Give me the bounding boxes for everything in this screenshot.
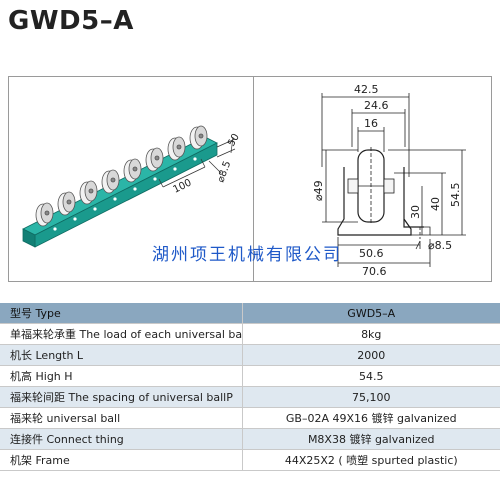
iso-dimension-lines [158,136,236,188]
iso-width-label: 50 [226,132,242,149]
rollers [35,125,208,227]
spec-label: 型号 Type [0,303,242,324]
roller [35,202,54,227]
table-row: 机架 Frame 44X25X2 ( 喷塑 spurted plastic) [0,449,500,471]
spec-label: 连接件 Connect thing [0,428,242,450]
dim-label-40: 40 [429,197,442,211]
rail-flange [22,228,36,248]
roller [79,180,98,205]
spec-value: 8kg [241,323,500,345]
bracket-section [337,167,412,236]
dim-label-50-6: 50.6 [359,247,384,260]
spec-value: M8X38 镀锌 galvanized [241,428,500,450]
roller [189,125,208,150]
roller [145,147,164,172]
isometric-view: 100 50 ⌀8.5 [9,77,253,281]
spec-label: 福来轮 universal ball [0,407,242,429]
dim-label-49: ⌀49 [312,180,325,201]
roller [101,169,120,194]
rail-holes [53,157,197,231]
spec-table: 型号 Type GWD5–A 单福来轮承重 The load of each u… [0,303,500,471]
spec-value: GWD5–A [241,303,500,324]
spec-value: GB–02A 49X16 镀锌 galvanized [241,407,500,429]
drawing-frame: 100 50 ⌀8.5 [8,76,492,282]
dim-label-70-6: 70.6 [362,265,387,278]
table-row: 单福来轮承重 The load of each universal ball 8… [0,323,500,345]
page-title: GWD5–A [8,6,134,36]
spec-label: 机长 Length L [0,344,242,366]
isometric-rail-drawing: 100 50 ⌀8.5 [22,125,242,248]
panel-divider [253,77,254,281]
table-row: 福来轮 universal ball GB–02A 49X16 镀锌 galva… [0,407,500,429]
table-row: 机高 High H 54.5 [0,365,500,387]
dim-label-16: 16 [364,117,378,130]
dim-label-42-5: 42.5 [354,83,379,96]
dim-label-30: 30 [409,205,422,219]
spec-value: 54.5 [241,365,500,387]
cross-section-view: 42.5 24.6 16 ⌀49 30 40 54.5 50.6 70.6 ⌀8… [254,77,491,281]
spec-value: 44X25X2 ( 喷塑 spurted plastic) [241,449,500,471]
cross-section-drawing: 42.5 24.6 16 ⌀49 30 40 54.5 50.6 70.6 ⌀8… [312,83,466,278]
spec-label: 机高 High H [0,365,242,387]
spec-value: 2000 [241,344,500,366]
spec-label: 单福来轮承重 The load of each universal ball [0,323,242,345]
roller [57,191,76,216]
roller [123,158,142,183]
iso-spacing-label: 100 [171,177,193,195]
dim-label-54-5: 54.5 [449,183,462,208]
roller [167,136,186,161]
spec-value: 75,100 [241,386,500,408]
table-row: 型号 Type GWD5–A [0,303,500,324]
table-row: 机长 Length L 2000 [0,344,500,366]
iso-hole-label: ⌀8.5 [215,160,233,184]
spec-label: 福来轮间距 The spacing of universal ballP [0,386,242,408]
table-row: 福来轮间距 The spacing of universal ballP 75,… [0,386,500,408]
company-watermark: 湖州项王机械有限公司 [152,245,342,265]
dim-label-hole: ⌀8.5 [428,239,452,252]
dim-label-24-6: 24.6 [364,99,389,112]
spec-label: 机架 Frame [0,449,242,471]
table-row: 连接件 Connect thing M8X38 镀锌 galvanized [0,428,500,450]
